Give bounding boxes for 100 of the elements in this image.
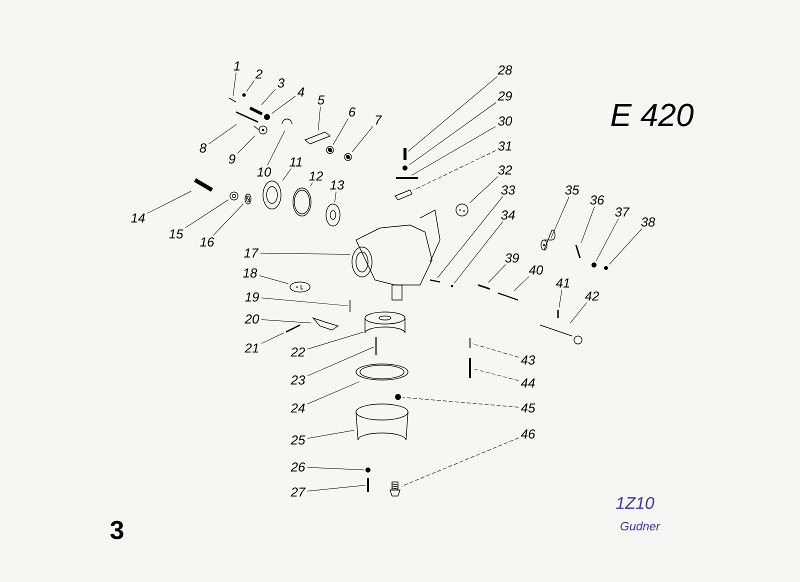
callout-number: 30 — [498, 116, 512, 126]
callout-number: 1 — [234, 62, 240, 70]
leader-line — [307, 485, 366, 492]
leader-line — [413, 150, 496, 190]
leader-line — [570, 302, 587, 324]
leader-line — [261, 88, 276, 106]
callout-number: 17 — [244, 248, 259, 258]
callout-number: 24 — [290, 403, 305, 413]
callout-number: 27 — [290, 487, 306, 497]
part-drawing — [366, 468, 370, 472]
leader-line — [488, 264, 506, 283]
part-drawing — [228, 98, 236, 102]
leader-line — [472, 368, 519, 381]
leader-line — [307, 332, 364, 350]
callout-number: 46 — [520, 429, 536, 439]
callout-number: 35 — [565, 185, 580, 195]
part-drawing — [540, 230, 556, 250]
callout-number: 10 — [257, 167, 272, 177]
leader-line — [212, 204, 244, 236]
leader-line — [271, 96, 296, 114]
leader-line — [581, 206, 595, 243]
leader-line — [408, 76, 498, 152]
leader-line — [454, 221, 504, 284]
callout-number: 18 — [243, 268, 258, 278]
leader-line — [411, 126, 496, 176]
callout-number: 21 — [244, 343, 258, 353]
callout-number: 13 — [330, 180, 344, 190]
callout-number: 31 — [498, 141, 512, 151]
callout-number: 41 — [556, 278, 570, 288]
part-drawing — [402, 166, 408, 170]
part-drawing — [262, 180, 282, 210]
part-drawing — [344, 153, 352, 161]
leader-line — [232, 72, 236, 96]
leader-line — [261, 298, 348, 306]
signature: Gudner — [620, 522, 660, 530]
callout-number: 28 — [498, 65, 512, 75]
leader-line — [310, 182, 313, 187]
part-drawing — [254, 126, 268, 134]
callout-number: 36 — [590, 195, 604, 205]
part-drawing — [604, 266, 608, 270]
callout-number: 26 — [290, 462, 306, 472]
part-drawing — [326, 204, 340, 226]
leader-line — [307, 346, 374, 376]
part-drawing — [478, 284, 490, 290]
leader-line — [334, 192, 336, 203]
callout-number: 23 — [290, 375, 306, 385]
part-drawing — [404, 148, 406, 160]
callout-number: 20 — [244, 314, 260, 324]
leader-line — [402, 397, 519, 408]
part-drawing — [230, 192, 238, 200]
callout-number: 25 — [290, 435, 306, 445]
part-drawing — [326, 146, 334, 154]
leader-line — [282, 168, 292, 181]
leader-line — [267, 130, 286, 166]
part-drawing — [242, 93, 246, 97]
callout-number: 34 — [501, 210, 515, 220]
part-drawing — [592, 262, 596, 268]
leader-line — [352, 126, 374, 152]
callout-number: 32 — [498, 165, 512, 175]
drawing-title: E 420 — [611, 104, 694, 126]
part-drawing — [292, 188, 312, 216]
callout-number: 2 — [255, 69, 262, 79]
callout-number: 33 — [501, 185, 516, 195]
callout-number: 7 — [376, 116, 382, 124]
callout-number: 42 — [584, 291, 600, 301]
leader-line — [246, 80, 255, 92]
leader-line — [332, 118, 348, 146]
leader-line — [514, 276, 530, 291]
part-drawing — [264, 114, 270, 120]
callout-number: 14 — [131, 214, 145, 222]
leader-line — [307, 381, 360, 404]
callout-number: 39 — [505, 253, 519, 263]
part-drawing — [236, 111, 258, 123]
callout-number: 12 — [309, 171, 324, 181]
page-number: 3 — [110, 520, 124, 540]
part-drawing — [456, 204, 468, 216]
leader-line — [307, 467, 364, 470]
leader-line — [208, 124, 237, 144]
leader-line — [596, 218, 619, 262]
callout-number: 5 — [318, 95, 325, 105]
part-drawing — [430, 279, 440, 283]
callout-number: 43 — [520, 355, 536, 365]
part-drawing — [356, 404, 408, 440]
leader-line — [147, 190, 192, 214]
leader-line — [437, 196, 503, 278]
leader-line — [558, 289, 562, 308]
callout-number: 8 — [200, 143, 207, 153]
leader-line — [307, 430, 355, 439]
part-drawing — [390, 482, 400, 496]
part-drawing — [575, 244, 581, 258]
callout-number: 22 — [290, 347, 306, 357]
leader-line — [401, 438, 519, 486]
part-drawing — [286, 324, 300, 333]
part-drawing — [356, 364, 408, 380]
leader-line — [261, 319, 312, 324]
callout-number: 9 — [228, 154, 236, 164]
callout-number: 45 — [520, 403, 536, 413]
callout-number: 6 — [349, 107, 356, 117]
leader-line — [318, 106, 321, 131]
handwritten-note: 1Z10 — [616, 496, 654, 510]
